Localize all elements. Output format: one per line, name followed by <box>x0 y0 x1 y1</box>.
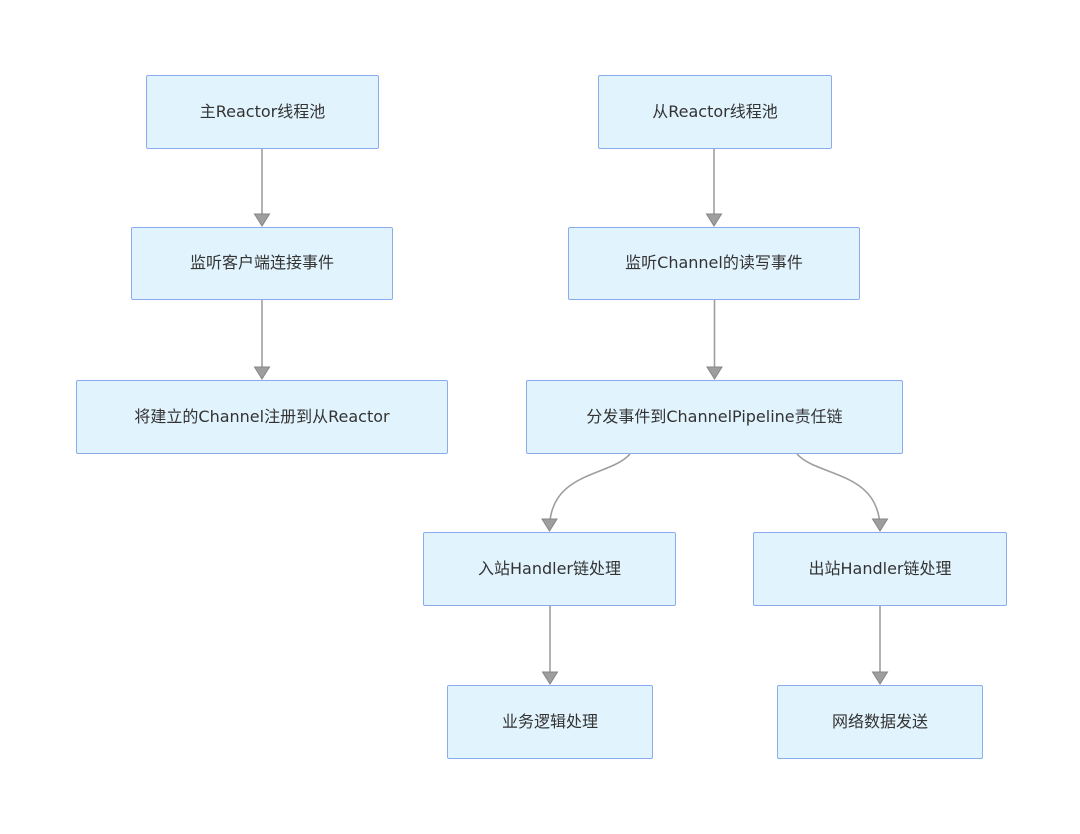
arrowhead-sub-reactor-to-listen-rw <box>705 213 723 227</box>
node-inbound: 入站Handler链处理 <box>423 532 676 606</box>
node-label-register-channel: 将建立的Channel注册到从Reactor <box>134 406 390 426</box>
node-main-reactor: 主Reactor线程池 <box>146 75 379 149</box>
node-register-channel: 将建立的Channel注册到从Reactor <box>76 380 448 454</box>
arrowhead-main-reactor-to-listen-connect <box>253 213 271 227</box>
node-label-send: 网络数据发送 <box>831 711 928 731</box>
arrowhead-dispatch-to-inbound <box>541 518 558 532</box>
node-business: 业务逻辑处理 <box>447 685 653 759</box>
node-label-listen-rw: 监听Channel的读写事件 <box>625 253 803 273</box>
node-send: 网络数据发送 <box>777 685 983 759</box>
arrowhead-listen-rw-to-dispatch <box>706 366 723 380</box>
edge-dispatch-to-outbound <box>796 453 881 530</box>
node-label-business: 业务逻辑处理 <box>501 711 598 731</box>
node-sub-reactor: 从Reactor线程池 <box>598 75 832 149</box>
node-label-listen-connect: 监听客户端连接事件 <box>189 253 334 273</box>
node-label-outbound: 出站Handler链处理 <box>808 558 952 578</box>
edge-dispatch-to-inbound <box>548 453 631 530</box>
node-listen-connect: 监听客户端连接事件 <box>131 227 393 300</box>
node-label-inbound: 入站Handler链处理 <box>477 558 621 578</box>
node-dispatch: 分发事件到ChannelPipeline责任链 <box>526 380 903 454</box>
node-label-sub-reactor: 从Reactor线程池 <box>652 101 778 121</box>
node-outbound: 出站Handler链处理 <box>753 532 1007 606</box>
arrowhead-dispatch-to-outbound <box>871 518 889 532</box>
node-label-dispatch: 分发事件到ChannelPipeline责任链 <box>586 406 843 426</box>
node-label-main-reactor: 主Reactor线程池 <box>199 101 326 121</box>
arrowhead-outbound-to-send <box>871 671 889 685</box>
arrowhead-inbound-to-business <box>541 671 559 685</box>
node-listen-rw: 监听Channel的读写事件 <box>568 227 860 300</box>
arrowhead-listen-connect-to-register-channel <box>253 366 271 380</box>
